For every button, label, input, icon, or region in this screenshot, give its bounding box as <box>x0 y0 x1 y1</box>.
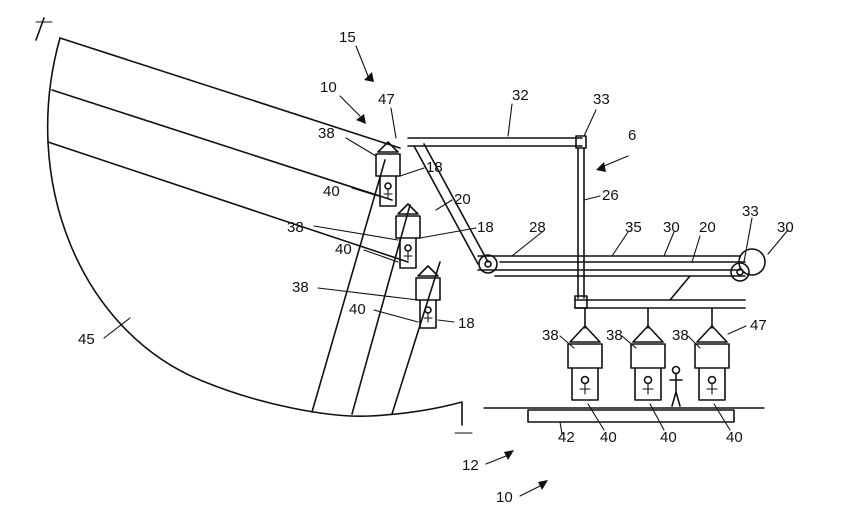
label-10-bottom: 10 <box>496 489 513 506</box>
incline-column-1 <box>311 159 386 413</box>
label-32: 32 <box>512 87 529 104</box>
brace-20-right <box>669 275 691 301</box>
label-30-a: 30 <box>663 219 680 236</box>
label-10-top: 10 <box>320 79 337 96</box>
label-33-b: 33 <box>742 203 759 220</box>
label-40-f: 40 <box>726 429 743 446</box>
incline-column-3 <box>391 261 441 415</box>
label-38-c: 38 <box>292 279 309 296</box>
label-12: 12 <box>462 457 479 474</box>
pivot-block-33-top <box>575 135 587 149</box>
platform-gondolas <box>483 325 765 423</box>
label-40-a: 40 <box>323 183 340 200</box>
incline-gondolas <box>375 141 441 329</box>
label-26: 26 <box>602 187 619 204</box>
dome-outline <box>35 17 463 426</box>
gondola-lower <box>415 265 441 329</box>
vertical-post-26 <box>577 147 585 299</box>
gondola-platform-1 <box>567 325 603 401</box>
diagonal-link-20 <box>413 143 489 265</box>
pulley-28-inner <box>484 260 492 268</box>
label-20-a: 20 <box>454 191 471 208</box>
label-38-b: 38 <box>287 219 304 236</box>
label-35: 35 <box>625 219 642 236</box>
gondola-middle <box>395 203 421 269</box>
pulley-30-right <box>738 248 766 276</box>
reference-numerals: 15 10 47 32 33 6 38 18 40 20 26 38 18 40… <box>78 29 794 506</box>
label-38-e: 38 <box>606 327 623 344</box>
label-15: 15 <box>339 29 356 46</box>
leaders <box>103 45 789 497</box>
label-18-c: 18 <box>458 315 475 332</box>
label-40-b: 40 <box>335 241 352 258</box>
label-47-top: 47 <box>378 91 395 108</box>
gondola-top <box>375 141 401 207</box>
label-33-top: 33 <box>593 91 610 108</box>
track-rail-2 <box>51 89 393 201</box>
arm-member-32 <box>407 137 583 147</box>
gondola-platform-3 <box>694 325 730 401</box>
label-47-b: 47 <box>750 317 767 334</box>
lower-carrier-beam <box>574 299 746 309</box>
gondola-platform-2 <box>630 325 666 401</box>
label-38-f: 38 <box>672 327 689 344</box>
pulley-33-right <box>730 262 750 282</box>
label-30-b: 30 <box>777 219 794 236</box>
label-18-b: 18 <box>477 219 494 236</box>
label-18-a: 18 <box>426 159 443 176</box>
track-rail-3 <box>47 141 409 263</box>
track-rail-1 <box>59 37 401 149</box>
label-40-d: 40 <box>600 429 617 446</box>
dome-structure <box>35 17 473 434</box>
label-42: 42 <box>558 429 575 446</box>
pulley-28 <box>478 254 498 274</box>
label-40-e: 40 <box>660 429 677 446</box>
platform-base-42 <box>527 409 735 423</box>
label-20-b: 20 <box>699 219 716 236</box>
label-38-d: 38 <box>542 327 559 344</box>
pivot-block-33-bottom <box>574 295 588 309</box>
label-6: 6 <box>628 127 636 144</box>
arm-mechanism <box>407 135 766 329</box>
label-38-a: 38 <box>318 125 335 142</box>
label-28: 28 <box>529 219 546 236</box>
label-45: 45 <box>78 331 95 348</box>
label-40-c: 40 <box>349 301 366 318</box>
standing-person <box>669 365 683 407</box>
